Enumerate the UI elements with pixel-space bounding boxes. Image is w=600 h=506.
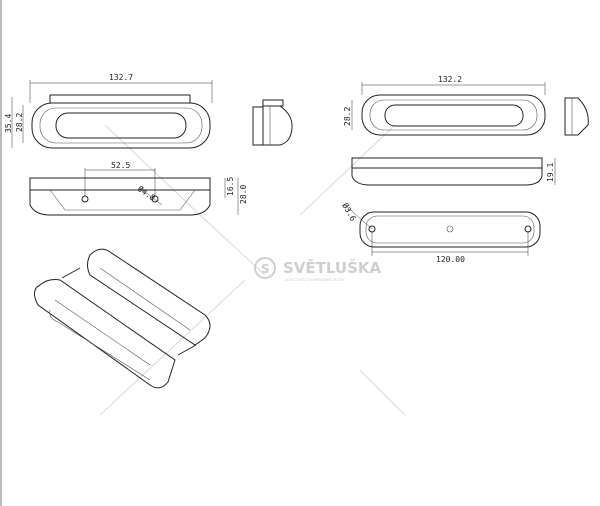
logo-brand: SVĚTLUŠKA [283,258,382,277]
dim-35-4: 35.4 [4,114,13,133]
logo-badge-letter: S [261,262,270,276]
dim-hole-3-6: Ø3.6 [340,201,358,223]
dim-132-2: 132.2 [438,75,462,84]
right-side-elevation [351,157,556,186]
right-side-view [564,97,589,136]
left-side-view [252,99,293,146]
logo-tagline: VAŠE CESTA K NÁHRADNÍM DÍLŮM [284,277,344,282]
dim-120-00: 120.00 [436,255,465,264]
watermark-logo: S SVĚTLUŠKA VAŠE CESTA K NÁHRADNÍM DÍLŮM [254,257,382,282]
left-front-view [11,80,213,149]
logo-badge-icon [254,257,276,279]
dim-28-2-left: 28.2 [15,113,24,132]
dim-52-5: 52.5 [111,161,130,170]
dim-hole-4-8: Ø4.8 [136,183,158,202]
dim-28-2-right: 28.2 [343,107,352,126]
left-bottom-view [29,168,239,216]
right-front-view [351,82,546,136]
isometric-view [34,248,211,389]
dim-132-7: 132.7 [109,73,133,82]
dim-28-0: 28.0 [239,185,248,204]
right-bottom-view [344,204,541,256]
dim-16-5: 16.5 [226,177,235,196]
dim-19-1: 19.1 [546,163,555,182]
watermark-lines [99,124,406,416]
